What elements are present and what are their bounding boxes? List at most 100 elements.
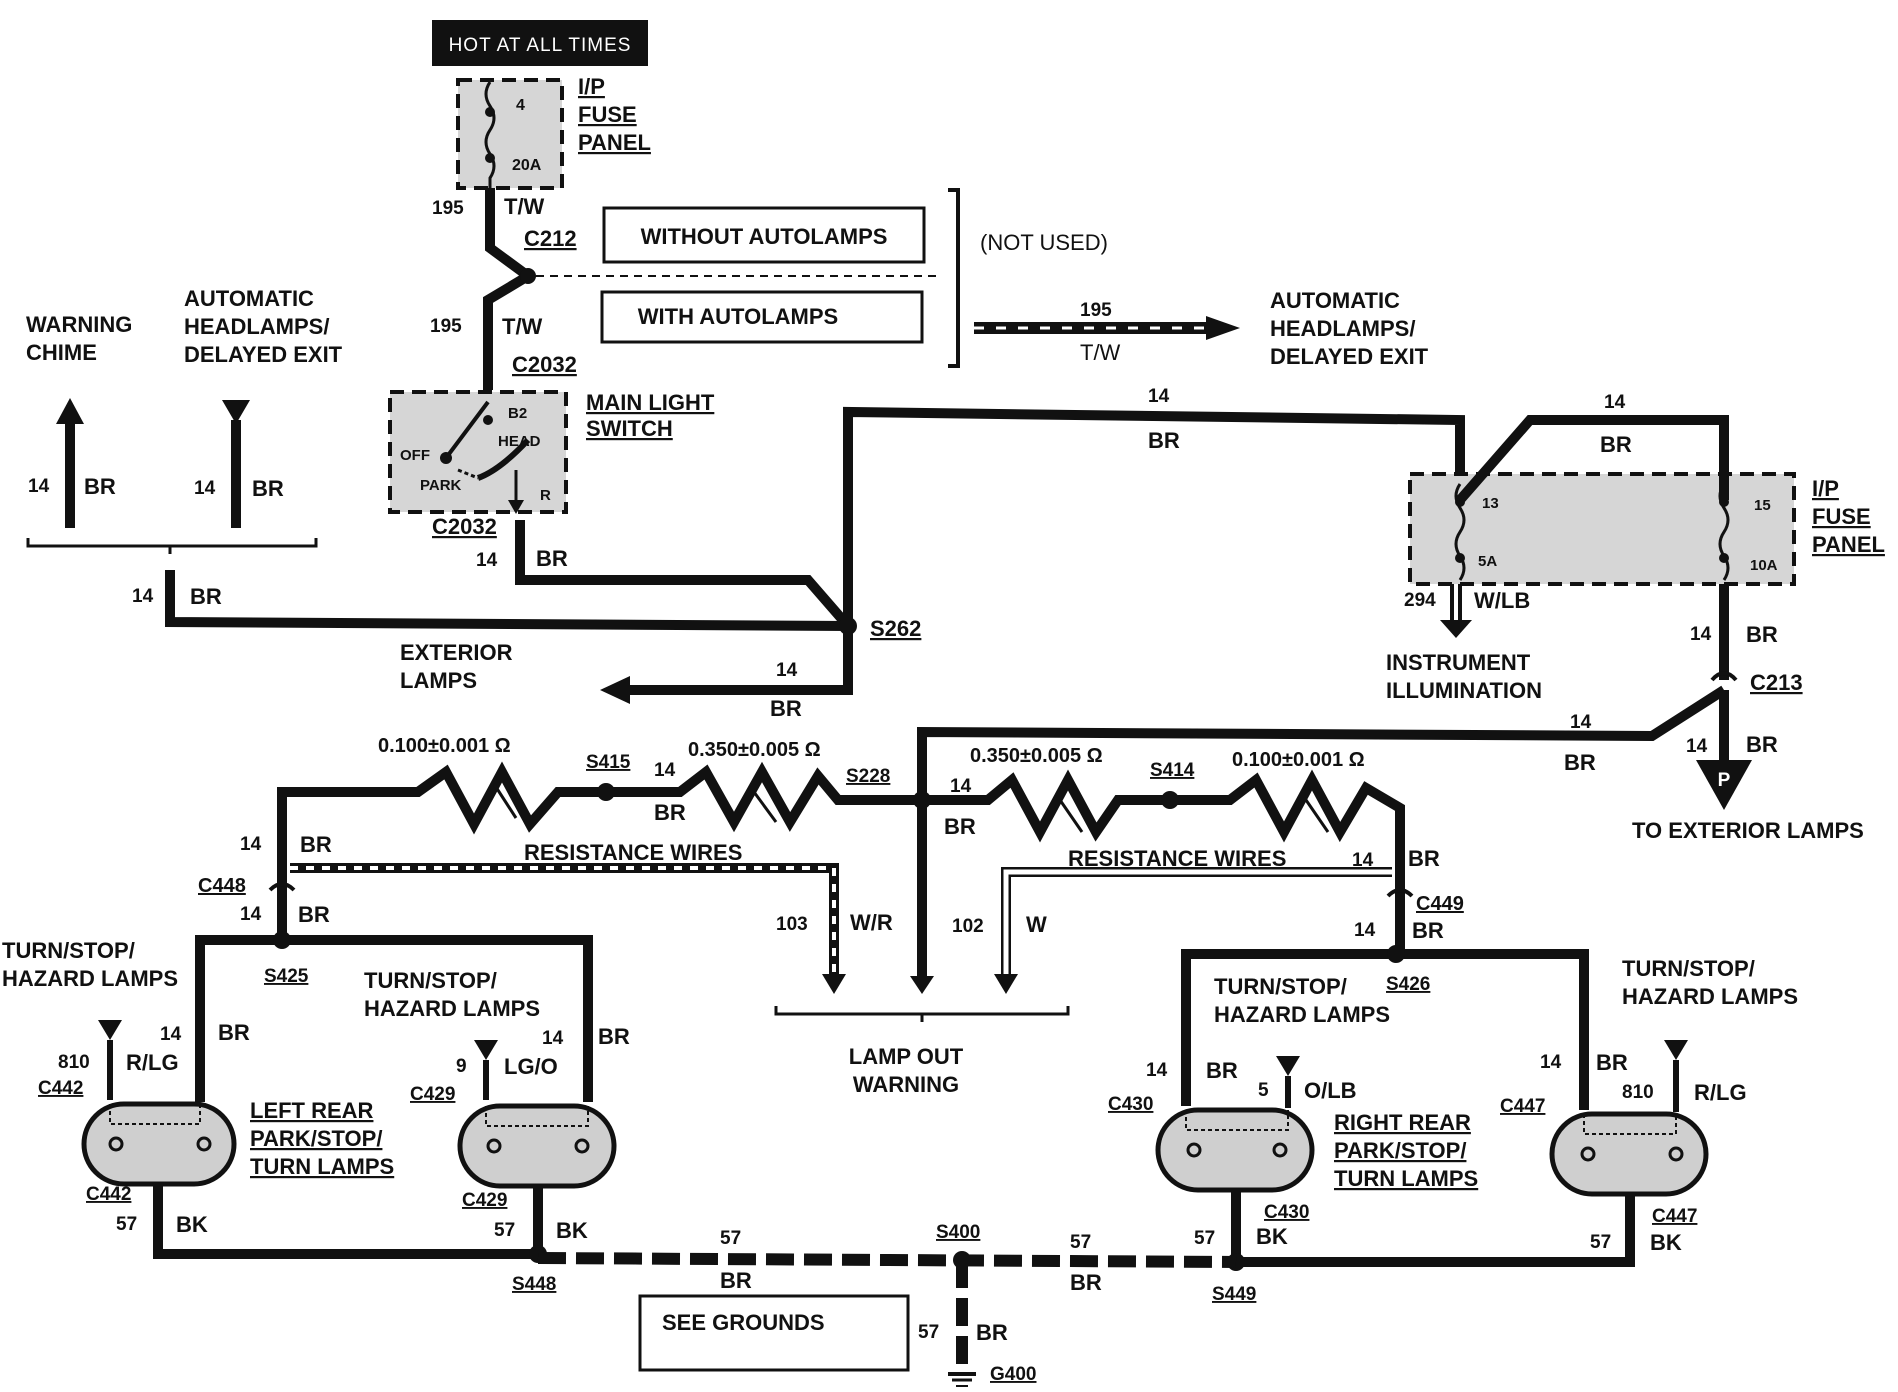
turn-stop-hazard-left-outer: TURN/STOP/ HAZARD LAMPS xyxy=(2,938,178,991)
with-autolamps-box: WITH AUTOLAMPS xyxy=(600,290,924,344)
svg-text:0.350±0.005 Ω: 0.350±0.005 Ω xyxy=(970,745,1103,767)
wire-switch-to-s262 xyxy=(515,520,852,630)
svg-text:FUSE: FUSE xyxy=(1812,504,1871,529)
svg-text:HAZARD LAMPS: HAZARD LAMPS xyxy=(364,996,540,1021)
resistance-wire-right xyxy=(922,769,1405,880)
svg-text:RESISTANCE WIRES: RESISTANCE WIRES xyxy=(1068,846,1286,871)
turn-stop-hazard-left-inner: TURN/STOP/ HAZARD LAMPS xyxy=(364,968,540,1021)
svg-text:13: 13 xyxy=(1482,495,1499,512)
svg-text:BR: BR xyxy=(1746,732,1778,757)
svg-text:5A: 5A xyxy=(1478,553,1497,570)
svg-text:W/R: W/R xyxy=(850,910,893,935)
wire-s426-bus xyxy=(1181,949,1589,1110)
svg-text:TURN/STOP/: TURN/STOP/ xyxy=(2,938,135,963)
svg-text:R: R xyxy=(540,487,551,504)
svg-text:S426: S426 xyxy=(1386,974,1430,995)
ip-fuse-panel-right-label: I/P FUSE PANEL xyxy=(1812,476,1885,557)
turn-stop-hazard-right-outer: TURN/STOP/ HAZARD LAMPS xyxy=(1622,956,1798,1009)
svg-text:57: 57 xyxy=(1590,1232,1611,1253)
svg-text:SWITCH: SWITCH xyxy=(586,416,673,441)
hot-at-all-times-banner: HOT AT ALL TIMES xyxy=(432,20,648,66)
svg-text:BR: BR xyxy=(1070,1270,1102,1295)
svg-text:14: 14 xyxy=(28,476,50,497)
svg-text:PARK/STOP/: PARK/STOP/ xyxy=(1334,1138,1466,1163)
svg-text:BR: BR xyxy=(1746,622,1778,647)
svg-text:BK: BK xyxy=(1650,1230,1682,1255)
svg-text:PANEL: PANEL xyxy=(1812,532,1885,557)
svg-text:BR: BR xyxy=(190,584,222,609)
svg-text:S425: S425 xyxy=(264,966,309,987)
autolamp-output-wire xyxy=(974,316,1240,340)
svg-text:57: 57 xyxy=(116,1214,137,1235)
wire-left-ground xyxy=(153,1186,543,1259)
svg-text:T/W: T/W xyxy=(1080,340,1121,365)
s415-splice xyxy=(597,783,615,801)
svg-text:DELAYED EXIT: DELAYED EXIT xyxy=(1270,344,1429,369)
main-light-switch-label: MAIN LIGHT SWITCH xyxy=(586,390,715,441)
svg-text:ILLUMINATION: ILLUMINATION xyxy=(1386,678,1542,703)
svg-text:AUTOMATIC: AUTOMATIC xyxy=(1270,288,1400,313)
svg-text:BR: BR xyxy=(1148,428,1180,453)
svg-text:C442: C442 xyxy=(38,1078,83,1099)
svg-text:810: 810 xyxy=(1622,1082,1654,1103)
svg-text:C2032: C2032 xyxy=(512,352,577,377)
left-top-bracket xyxy=(26,538,318,554)
main-light-switch: B2 OFF HEAD PARK R xyxy=(388,390,568,514)
svg-text:T/W: T/W xyxy=(504,194,545,219)
svg-text:14: 14 xyxy=(132,586,154,607)
turn-stop-hazard-right-inner: TURN/STOP/ HAZARD LAMPS xyxy=(1214,974,1390,1027)
s414-splice xyxy=(1161,791,1179,809)
svg-text:PARK/STOP/: PARK/STOP/ xyxy=(250,1126,382,1151)
svg-text:C429: C429 xyxy=(410,1084,455,1105)
svg-text:PANEL: PANEL xyxy=(578,130,651,155)
c448-connector xyxy=(268,882,296,892)
svg-text:10A: 10A xyxy=(1750,557,1778,574)
wire-s425-bus xyxy=(195,935,593,1102)
svg-text:WARNING: WARNING xyxy=(26,312,132,337)
svg-text:FUSE: FUSE xyxy=(578,102,637,127)
svg-text:14: 14 xyxy=(476,550,498,571)
exterior-lamps-arrow xyxy=(600,676,630,704)
ip-fuse-panel-right: 13 5A 15 10A xyxy=(1408,472,1796,586)
left-rear-lamps-label: LEFT REAR PARK/STOP/ TURN LAMPS xyxy=(250,1098,394,1179)
svg-text:C212: C212 xyxy=(524,226,577,251)
auto-headlamps-left-label: AUTOMATIC HEADLAMPS/ DELAYED EXIT xyxy=(184,286,343,367)
instrument-illumination-arrow xyxy=(1440,620,1472,638)
svg-text:W/LB: W/LB xyxy=(1474,588,1530,613)
svg-text:BR: BR xyxy=(300,832,332,857)
svg-text:14: 14 xyxy=(1604,392,1626,413)
svg-text:S262: S262 xyxy=(870,616,921,641)
svg-text:BR: BR xyxy=(720,1268,752,1293)
svg-text:C447: C447 xyxy=(1652,1206,1697,1227)
svg-text:WARNING: WARNING xyxy=(853,1072,959,1097)
svg-text:195: 195 xyxy=(430,316,462,337)
svg-text:SEE GROUNDS: SEE GROUNDS xyxy=(662,1310,825,1335)
svg-text:BR: BR xyxy=(1596,1050,1628,1075)
svg-text:C430: C430 xyxy=(1264,1202,1309,1223)
svg-text:C449: C449 xyxy=(1416,893,1464,915)
svg-text:14: 14 xyxy=(1690,624,1712,645)
svg-text:(NOT USED): (NOT USED) xyxy=(980,230,1108,255)
svg-text:BK: BK xyxy=(1256,1224,1288,1249)
svg-text:C447: C447 xyxy=(1500,1096,1545,1117)
svg-text:S400: S400 xyxy=(936,1222,980,1243)
svg-text:AUTOMATIC: AUTOMATIC xyxy=(184,286,314,311)
svg-text:14: 14 xyxy=(240,834,262,855)
svg-text:HOT AT ALL TIMES: HOT AT ALL TIMES xyxy=(449,35,632,56)
svg-text:9: 9 xyxy=(456,1056,467,1077)
wire-right-ground xyxy=(1231,1190,1635,1267)
lamp-out-warning-label: LAMP OUT WARNING xyxy=(849,1044,964,1097)
svg-text:14: 14 xyxy=(194,478,216,499)
wire-left-merged xyxy=(165,570,849,631)
svg-text:C213: C213 xyxy=(1750,670,1803,695)
ip-fuse-panel-top-label: I/P FUSE PANEL xyxy=(578,74,651,155)
see-grounds-box: SEE GROUNDS xyxy=(638,1294,910,1372)
svg-text:HAZARD LAMPS: HAZARD LAMPS xyxy=(2,966,178,991)
autolamp-bracket xyxy=(948,188,960,368)
svg-text:BR: BR xyxy=(944,814,976,839)
without-autolamps-box: WITHOUT AUTOLAMPS xyxy=(602,206,926,264)
s426-splice xyxy=(1387,945,1405,963)
svg-text:S448: S448 xyxy=(512,1274,556,1295)
svg-text:103: 103 xyxy=(776,914,808,935)
svg-text:WITH AUTOLAMPS: WITH AUTOLAMPS xyxy=(638,304,838,329)
